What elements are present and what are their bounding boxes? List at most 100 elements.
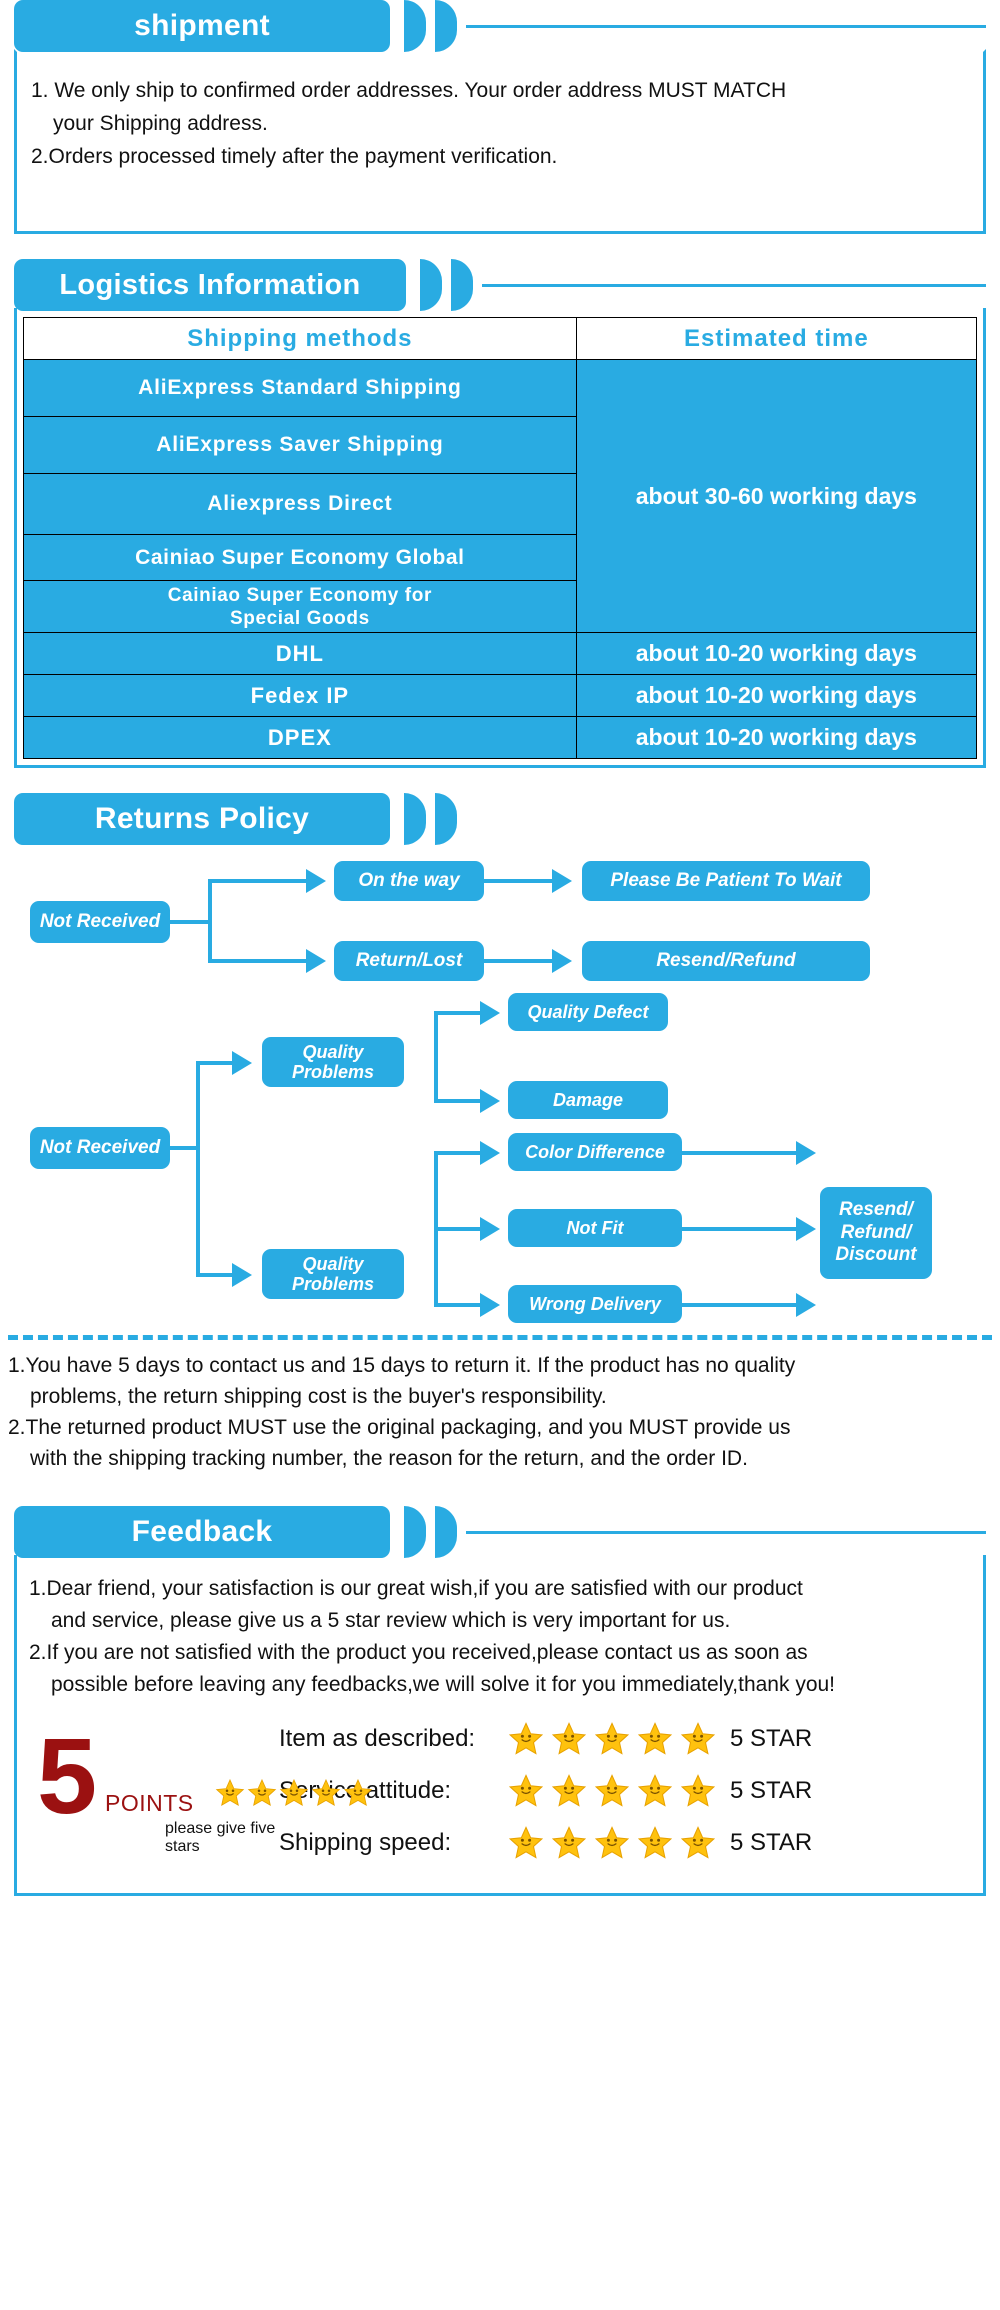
- pip-icon: [420, 259, 442, 311]
- ratings-list: Item as described: 5 STAR Service attitu…: [279, 1713, 971, 1869]
- star-icon: [680, 1722, 716, 1755]
- method-cell: AliExpress Saver Shipping: [23, 416, 577, 474]
- rating-row: Shipping speed: 5 STAR: [279, 1817, 971, 1869]
- method-cell: Fedex IP: [23, 674, 577, 717]
- flow-node-quality-problems: Quality Problems: [262, 1037, 404, 1087]
- shipment-line: 1. We only ship to confirmed order addre…: [31, 79, 787, 102]
- shipment-body: 1. We only ship to confirmed order addre…: [17, 52, 983, 191]
- connector: [434, 1303, 484, 1307]
- shipment-header: shipment: [14, 0, 1000, 52]
- arrow-icon: [796, 1217, 816, 1241]
- rating-value: 5 STAR: [730, 1777, 813, 1804]
- connector: [434, 1227, 484, 1231]
- rating-row: Item as described: 5 STAR: [279, 1713, 971, 1765]
- connector: [434, 1011, 438, 1103]
- flow-node-resend-refund: Resend/Refund: [582, 941, 870, 981]
- star-icon: [215, 1778, 245, 1806]
- connector: [196, 1061, 200, 1277]
- feedback-title: Feedback: [14, 1506, 390, 1558]
- flow-node-wrong-delivery: Wrong Delivery: [508, 1285, 682, 1323]
- col-header-method: Shipping methods: [23, 317, 577, 360]
- star-icon: [508, 1774, 544, 1807]
- shipment-title: shipment: [14, 0, 390, 52]
- shipment-panel: 1. We only ship to confirmed order addre…: [14, 49, 986, 234]
- star-icon: [551, 1722, 587, 1755]
- pip-icon: [404, 793, 426, 845]
- connector: [434, 1011, 484, 1015]
- col-header-time: Estimated time: [575, 317, 978, 360]
- method-cell: Cainiao Super Economy Global: [23, 534, 577, 581]
- connector: [434, 1151, 484, 1155]
- pip-icon: [404, 0, 426, 52]
- flow-node-on-the-way: On the way: [334, 861, 484, 901]
- feedback-line: 1.Dear friend, your satisfaction is our …: [29, 1577, 803, 1600]
- pip-icon: [435, 1506, 457, 1558]
- dashed-divider: [8, 1335, 992, 1340]
- table-header-row: Shipping methods Estimated time: [23, 317, 978, 360]
- feedback-line: 2.If you are not satisfied with the prod…: [29, 1641, 808, 1664]
- logistics-table: Shipping methods Estimated time AliExpre…: [23, 317, 978, 759]
- arrow-icon: [480, 1293, 500, 1317]
- star-icon: [637, 1826, 673, 1859]
- star-icon: [637, 1774, 673, 1807]
- arrow-icon: [796, 1293, 816, 1317]
- returns-notes: 1.You have 5 days to contact us and 15 d…: [0, 1340, 1000, 1480]
- arrow-icon: [796, 1141, 816, 1165]
- returns-flow-2: Not Received Quality Problems Quality Pr…: [14, 993, 986, 1329]
- star-icon: [637, 1722, 673, 1755]
- rating-value: 5 STAR: [730, 1725, 813, 1752]
- pip-icon: [435, 793, 457, 845]
- table-row: DHL about 10-20 working days: [23, 632, 978, 675]
- time-cell: about 10-20 working days: [575, 716, 978, 759]
- connector: [208, 879, 308, 883]
- pip-icon: [435, 0, 457, 52]
- logistics-title: Logistics Information: [14, 259, 406, 311]
- connector: [682, 1227, 800, 1231]
- flow-node-damage: Damage: [508, 1081, 668, 1119]
- connector: [682, 1151, 800, 1155]
- table-row: DPEX about 10-20 working days: [23, 716, 978, 759]
- arrow-icon: [480, 1217, 500, 1241]
- five-points-logo: 5 POINTS please give five stars: [29, 1721, 373, 1855]
- feedback-line: possible before leaving any feedbacks,we…: [51, 1673, 836, 1696]
- header-pips: [404, 0, 457, 52]
- star-icon: [279, 1778, 309, 1806]
- method-cell: Cainiao Super Economy for Special Goods: [23, 580, 577, 633]
- returns-header: Returns Policy: [14, 793, 1000, 845]
- method-cell: Aliexpress Direct: [23, 473, 577, 535]
- header-pips: [404, 1506, 457, 1558]
- feedback-ratings-block: 5 POINTS please give five stars Item as …: [17, 1705, 983, 1883]
- connector: [434, 1099, 484, 1103]
- logo-word: POINTS: [105, 1789, 194, 1816]
- star-icon: [594, 1826, 630, 1859]
- connector: [208, 879, 212, 963]
- rating-stars: [508, 1721, 716, 1757]
- pip-icon: [451, 259, 473, 311]
- star-icon: [680, 1774, 716, 1807]
- flow-node-quality-defect: Quality Defect: [508, 993, 668, 1031]
- rating-value: 5 STAR: [730, 1829, 813, 1856]
- star-icon: [680, 1826, 716, 1859]
- product-description-page: shipment 1. We only ship to confirmed or…: [0, 0, 1000, 1896]
- rating-label: Item as described:: [279, 1725, 476, 1752]
- arrow-icon: [306, 949, 326, 973]
- rating-row: Service attitude: 5 STAR: [279, 1765, 971, 1817]
- star-icon: [247, 1778, 277, 1806]
- star-icon: [594, 1722, 630, 1755]
- header-pips: [404, 793, 457, 845]
- returns-note-line: with the shipping tracking number, the r…: [30, 1447, 748, 1470]
- connector: [484, 959, 556, 963]
- shipment-line: your Shipping address.: [53, 112, 268, 135]
- header-rule: [466, 25, 986, 28]
- flow-node-quality-problems: Quality Problems: [262, 1249, 404, 1299]
- flow-node-not-received: Not Received: [30, 901, 170, 943]
- feedback-body: 1.Dear friend, your satisfaction is our …: [17, 1555, 983, 1705]
- rating-label: Shipping speed:: [279, 1829, 452, 1856]
- arrow-icon: [480, 1141, 500, 1165]
- returns-note-line: 2.The returned product MUST use the orig…: [8, 1416, 791, 1439]
- feedback-header: Feedback: [14, 1506, 1000, 1558]
- star-icon: [551, 1774, 587, 1807]
- arrow-icon: [552, 869, 572, 893]
- shipment-line: 2.Orders processed timely after the paym…: [31, 145, 558, 168]
- arrow-icon: [232, 1263, 252, 1287]
